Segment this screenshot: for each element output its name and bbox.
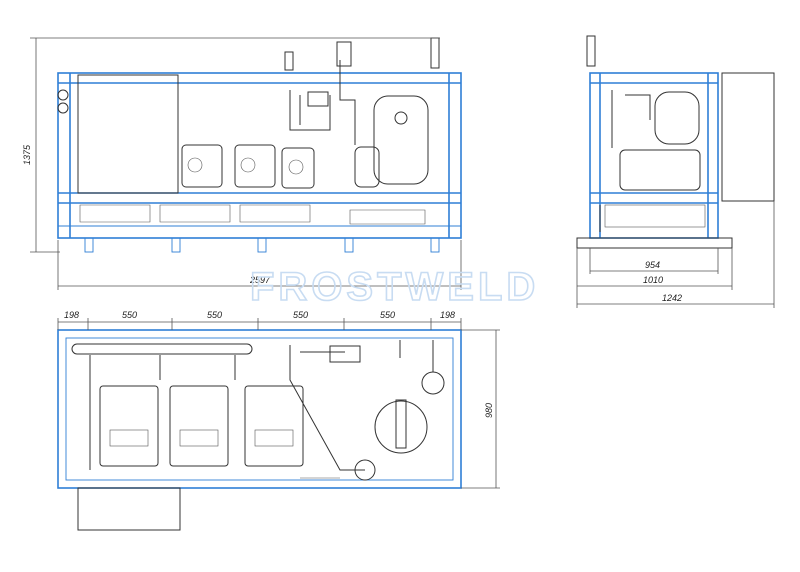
- top-cabinet: [77, 487, 181, 531]
- compressor-2-head: [240, 157, 256, 173]
- side-label-1242: 1242: [662, 293, 682, 303]
- front-view: 1375 2597: [22, 37, 462, 290]
- side-view: 954 1010 1242: [576, 35, 775, 308]
- top-compressor-1-box: [109, 429, 149, 447]
- side-cabinet: [721, 72, 775, 202]
- pipe-port-2: [57, 102, 69, 114]
- top-valve-assembly: [300, 345, 361, 363]
- top-compressor-1: [99, 385, 159, 467]
- top-header-pipe: [71, 343, 253, 355]
- side-label-1010: 1010: [643, 275, 663, 285]
- electrical-cabinet: [77, 74, 179, 194]
- front-compressors: [181, 144, 315, 189]
- top-label-550-4: 550: [380, 310, 395, 320]
- front-valve-top: [336, 41, 352, 67]
- compressor-1-head: [187, 157, 203, 173]
- top-oil-separator: [421, 371, 445, 395]
- top-valves: [399, 340, 434, 372]
- side-piping: [599, 90, 651, 232]
- top-inner-frame: [65, 337, 454, 481]
- compressor-1: [181, 144, 223, 188]
- side-label-954: 954: [645, 260, 660, 270]
- side-vent-valve: [586, 35, 596, 67]
- receiver-vessel: [373, 95, 429, 185]
- top-compressor-2: [169, 385, 229, 467]
- front-width-label: 2597: [249, 275, 271, 285]
- top-label-550-2: 550: [207, 310, 222, 320]
- top-label-198-right: 198: [440, 310, 455, 320]
- receiver-sight-glass: [394, 111, 408, 125]
- front-piping: [289, 60, 356, 145]
- front-valve-small: [284, 51, 294, 71]
- top-compressor-3-box: [254, 429, 294, 447]
- top-compressor-3: [244, 385, 304, 467]
- side-base-components: [604, 204, 706, 228]
- top-label-550-3: 550: [293, 310, 308, 320]
- pipe-port-1: [57, 89, 69, 101]
- front-height-label: 1375: [22, 144, 32, 165]
- front-foot-1: [84, 237, 94, 253]
- front-foot-2: [171, 237, 181, 253]
- side-receiver: [654, 91, 700, 145]
- top-depth-label: 980: [484, 403, 494, 418]
- top-receiver-neck: [395, 399, 407, 449]
- compressor-3: [281, 147, 315, 189]
- side-compressor: [619, 149, 701, 191]
- front-foot-4: [344, 237, 354, 253]
- side-frame: [589, 72, 719, 239]
- front-base-components: [79, 204, 426, 225]
- top-filter-drier: [354, 459, 376, 481]
- compressor-3-head: [288, 159, 304, 175]
- top-label-550-1: 550: [122, 310, 137, 320]
- top-view: 198 550 550 550 550 198 980: [57, 310, 500, 531]
- front-foot-3: [257, 237, 267, 253]
- top-receiver: [374, 400, 428, 454]
- front-foot-5: [430, 237, 440, 253]
- top-compressor-2-box: [179, 429, 219, 447]
- compressor-2: [234, 144, 276, 188]
- oil-separator: [354, 146, 380, 188]
- front-vent-valve: [430, 37, 440, 69]
- front-filter: [307, 91, 329, 107]
- top-label-198-left: 198: [64, 310, 79, 320]
- top-piping: [89, 345, 365, 471]
- front-frame: [57, 72, 462, 239]
- frostweld-watermark: FROSTWELD: [250, 265, 539, 309]
- side-base: [576, 237, 733, 249]
- top-frame: [57, 329, 462, 489]
